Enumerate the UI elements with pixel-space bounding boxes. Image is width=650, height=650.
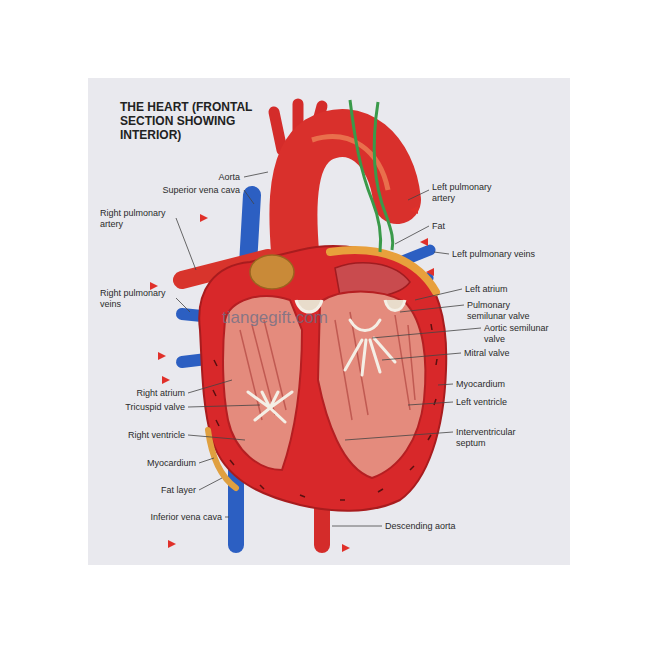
- part-label: Tricuspid valve: [125, 402, 185, 413]
- part-label: Myocardium: [147, 458, 196, 469]
- part-label: Left ventricle: [456, 397, 507, 408]
- part-label: Right ventricle: [128, 430, 185, 441]
- part-label: Interventricular septum: [456, 427, 536, 449]
- left-ventricle-cavity: [318, 292, 425, 479]
- nerve: [350, 100, 393, 252]
- leader-line: [176, 172, 481, 526]
- part-label: Mitral valve: [464, 348, 510, 359]
- mitral-valve: [345, 320, 395, 375]
- part-label: Superior vena cava: [162, 185, 240, 196]
- tricuspid-valve: [248, 392, 292, 422]
- part-label: Right atrium: [136, 388, 185, 399]
- semilunar-valve: [385, 300, 405, 311]
- card-ground: [88, 78, 570, 565]
- part-label: Right pulmonary veins: [100, 288, 172, 310]
- part-label: Fat: [432, 221, 445, 232]
- fat-pad: [250, 255, 294, 289]
- part-label: Right pulmonary artery: [100, 208, 172, 230]
- part-label: Left atrium: [465, 284, 508, 295]
- diagram-title: THE HEART (FRONTAL SECTION SHOWING INTER…: [120, 100, 260, 142]
- heart-body: [199, 246, 446, 511]
- pointer-arrows: [150, 206, 434, 552]
- part-label: Aorta: [218, 172, 240, 183]
- part-label: Left pulmonary veins: [452, 249, 535, 260]
- watermark: tiangegift.com: [222, 308, 328, 328]
- part-label: Left pulmonary artery: [432, 182, 512, 204]
- part-label: Aortic semilunar valve: [484, 323, 554, 345]
- part-label: Myocardium: [456, 379, 505, 390]
- part-label: Pulmonary semilunar valve: [467, 300, 547, 322]
- part-label: Fat layer: [161, 485, 196, 496]
- myocardium-mark: [213, 324, 437, 500]
- part-label: Descending aorta: [385, 521, 456, 532]
- part-label: Inferior vena cava: [150, 512, 222, 523]
